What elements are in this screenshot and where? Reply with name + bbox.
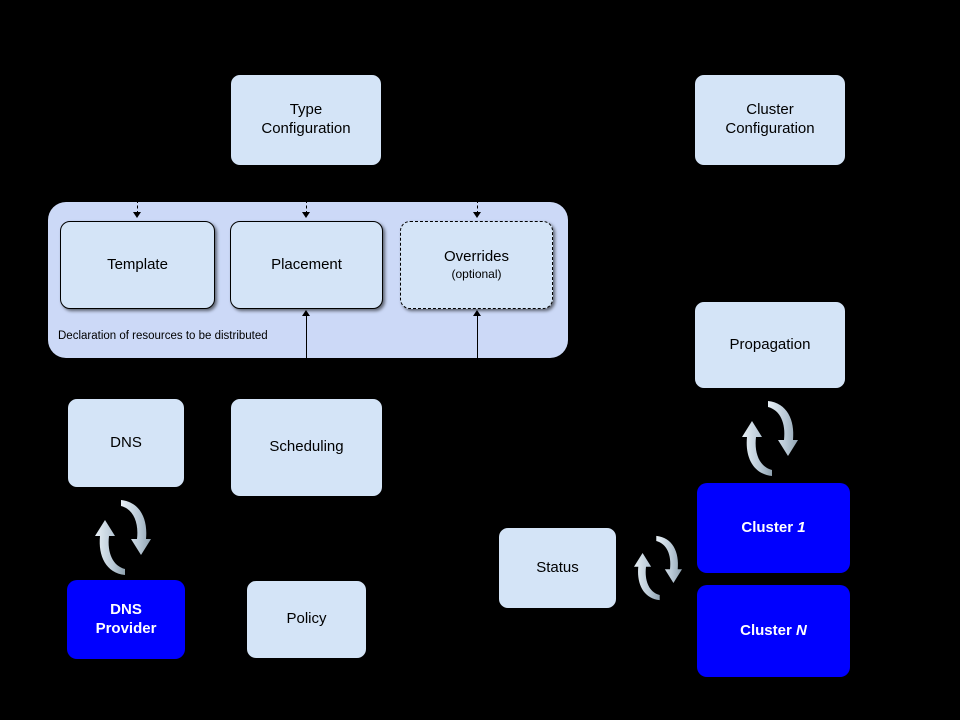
node-dns[interactable]: DNS: [67, 398, 185, 488]
node-label: DNS Provider: [95, 600, 157, 637]
node-label: Scheduling: [269, 438, 344, 456]
arrowhead-up-overrides: [473, 310, 481, 316]
node-policy[interactable]: Policy: [246, 580, 367, 659]
sync-arrows-icon: [95, 500, 151, 575]
arrowhead-placement: [302, 212, 310, 218]
node-scheduling[interactable]: Scheduling: [230, 398, 383, 497]
arrowhead-overrides: [473, 212, 481, 218]
node-status[interactable]: Status: [498, 527, 617, 609]
arrowhead-up-placement: [302, 310, 310, 316]
node-label: Propagation: [729, 335, 811, 353]
connector-up-to-placement: [306, 315, 307, 359]
node-label: Policy: [286, 610, 327, 628]
node-label: Status: [536, 558, 579, 576]
node-propagation[interactable]: Propagation: [694, 301, 846, 389]
node-label: Cluster Configuration: [725, 101, 815, 137]
node-cluster-n[interactable]: Cluster N: [697, 585, 850, 677]
node-label: Template: [107, 255, 168, 273]
node-type-configuration[interactable]: Type Configuration: [230, 74, 382, 166]
node-dns-provider[interactable]: DNS Provider: [67, 580, 185, 659]
connector-up-to-overrides: [477, 315, 478, 359]
sync-arrows-icon: [634, 535, 682, 601]
node-placement[interactable]: Placement: [230, 221, 383, 309]
connector-typeconfig-to-template: [137, 200, 138, 214]
node-label: Overrides (optional): [443, 248, 510, 281]
node-cluster-1[interactable]: Cluster 1: [697, 483, 850, 573]
connector-typeconfig-to-placement: [306, 200, 307, 214]
node-cluster-configuration[interactable]: Cluster Configuration: [694, 74, 846, 166]
sync-arrows-icon: [742, 401, 798, 476]
connector-typeconfig-to-overrides: [477, 200, 478, 214]
node-label: Cluster 1: [741, 518, 806, 536]
node-label: DNS: [110, 433, 142, 451]
node-overrides[interactable]: Overrides (optional): [400, 221, 553, 309]
container-caption: Declaration of resources to be distribut…: [58, 330, 268, 342]
node-label: Placement: [271, 255, 342, 273]
arrowhead-template: [133, 212, 141, 218]
node-template[interactable]: Template: [60, 221, 215, 309]
node-label: Cluster N: [740, 621, 807, 639]
node-label: Type Configuration: [261, 101, 351, 137]
